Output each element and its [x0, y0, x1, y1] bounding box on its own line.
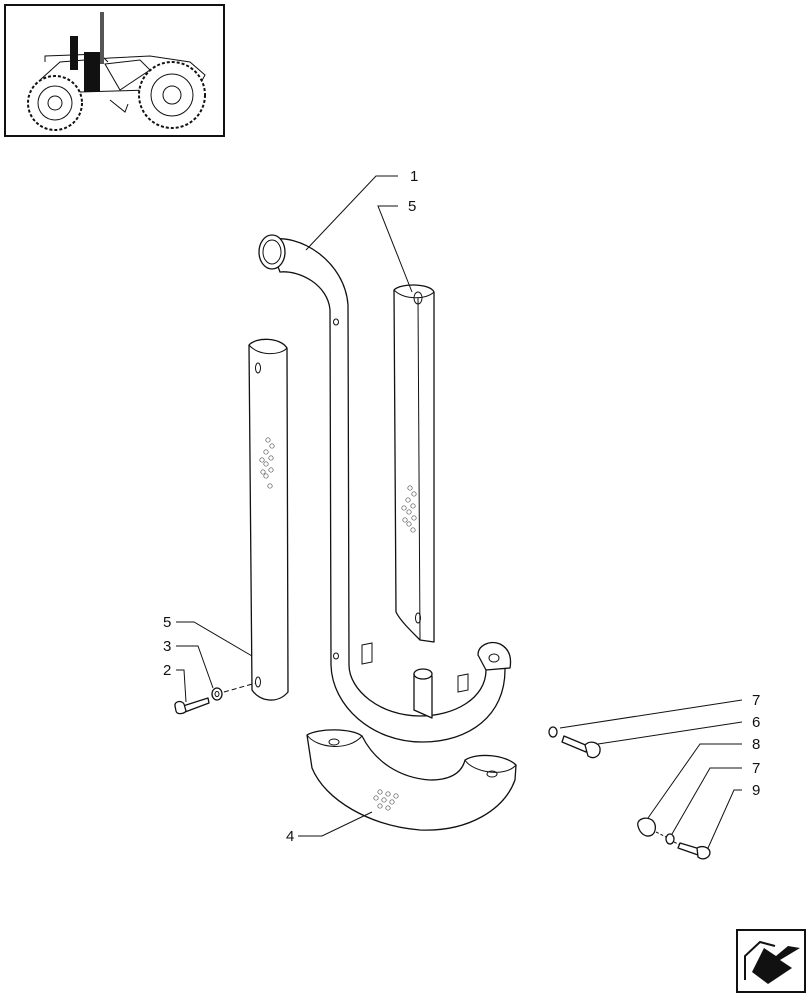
- heat-shield-part-5-right: [393, 284, 435, 643]
- washer-part-3: [211, 687, 223, 701]
- callout-3: 3: [163, 638, 171, 655]
- bolt-part-9: [677, 842, 711, 860]
- exhaust-pipe-part-1: [258, 234, 512, 743]
- callout-8: 8: [752, 736, 760, 753]
- tractor-thumbnail-icon[interactable]: [4, 4, 225, 137]
- bolt-part-2: [174, 697, 210, 715]
- callout-5-left: 5: [163, 614, 171, 631]
- callout-2: 2: [163, 662, 171, 679]
- washer-part-7-upper: [548, 726, 558, 738]
- lower-shield-part-4: [306, 729, 517, 831]
- callout-7-upper: 7: [752, 692, 760, 709]
- washer-part-7-lower: [665, 833, 675, 845]
- callout-6: 6: [752, 714, 760, 731]
- heat-shield-part-5-left: [248, 338, 289, 701]
- callout-5-right: 5: [408, 198, 416, 215]
- callout-7-lower: 7: [752, 760, 760, 777]
- callout-9: 9: [752, 782, 760, 799]
- nut-part-8: [637, 817, 657, 837]
- callout-4: 4: [286, 828, 294, 845]
- callout-1: 1: [410, 168, 418, 185]
- next-page-arrow-icon[interactable]: [736, 929, 806, 993]
- alignment-line: [223, 682, 257, 693]
- alignment-line-lower: [655, 831, 681, 846]
- bolt-part-6: [561, 735, 601, 759]
- leader-lines: [176, 175, 743, 849]
